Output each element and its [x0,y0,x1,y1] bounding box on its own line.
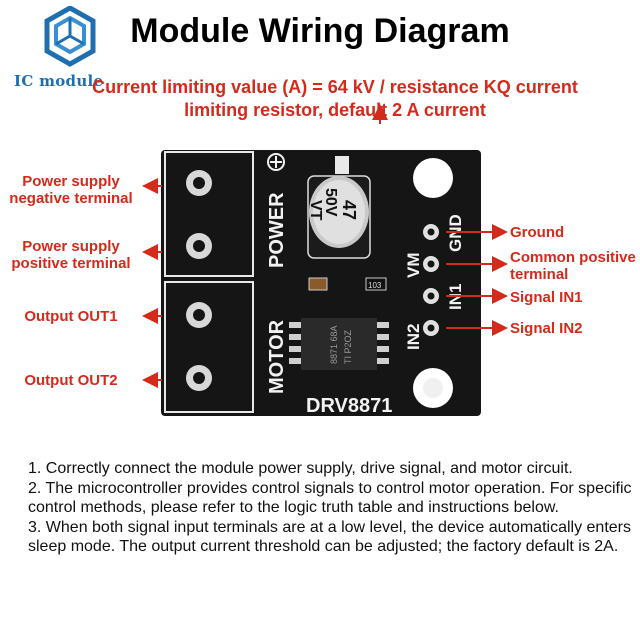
chip-name: DRV8871 [306,395,392,416]
motor-terminal-block-outline [164,281,254,413]
logo-text: IC module [14,72,104,90]
terminal-pads [186,170,212,391]
label-out2: Output OUT2 [24,372,118,389]
mounting-hole-top [413,158,453,198]
smd-capacitor [308,277,328,291]
pin-in1-label: IN1 [446,284,465,310]
page-title: Module Wiring Diagram [130,12,510,50]
note-2: 2. The microcontroller provides control … [28,479,632,517]
note-3: 3. When both signal input terminals are … [28,518,631,556]
power-terminal-block-outline [164,151,254,277]
silkscreen-motor: MOTOR [266,319,288,394]
current-limit-formula: Current limiting value (A) = 64 kV / res… [92,77,578,120]
hexagon-cube-logo-icon [44,6,96,67]
label-common-positive: Common positive terminal [510,249,636,283]
instructions: 1. Correctly connect the module power su… [28,459,634,557]
resistor-code: 103 [368,281,382,290]
label-out1: Output OUT1 [24,308,118,325]
cap-series: VT [307,200,324,221]
note-1: 1. Correctly connect the module power su… [28,460,573,477]
pin-gnd-label: GND [446,214,465,252]
cap-voltage: 50V [322,188,339,217]
header-pads [423,224,439,336]
brand-logo: IC module [14,6,124,90]
electrolytic-capacitor: 47 50V VT [307,156,371,259]
chip-marking-1: 8871 68A [329,325,339,364]
pin-vm-label: VM [404,253,423,279]
drv8871-chip: 8871 68A TI P2OZ [289,318,389,370]
board-artwork: MOTOR POWER 47 50V VT 103 8871 68A TI P2… [164,151,465,416]
label-power-negative: Power supply negative terminal [9,173,133,207]
drv8871-module-board: MOTOR POWER 47 50V VT 103 8871 68A TI P2… [161,150,481,416]
label-in1: Signal IN1 [510,289,583,306]
label-power-positive: Power supply positive terminal [11,238,131,272]
pin-in2-label: IN2 [404,324,423,350]
label-ground: Ground [510,224,565,241]
smd-resistor [365,277,387,291]
label-in2: Signal IN2 [510,320,583,337]
chip-marking-2: TI P2OZ [343,329,353,364]
cap-value: 47 [339,200,359,220]
silkscreen-power: POWER [266,192,288,268]
